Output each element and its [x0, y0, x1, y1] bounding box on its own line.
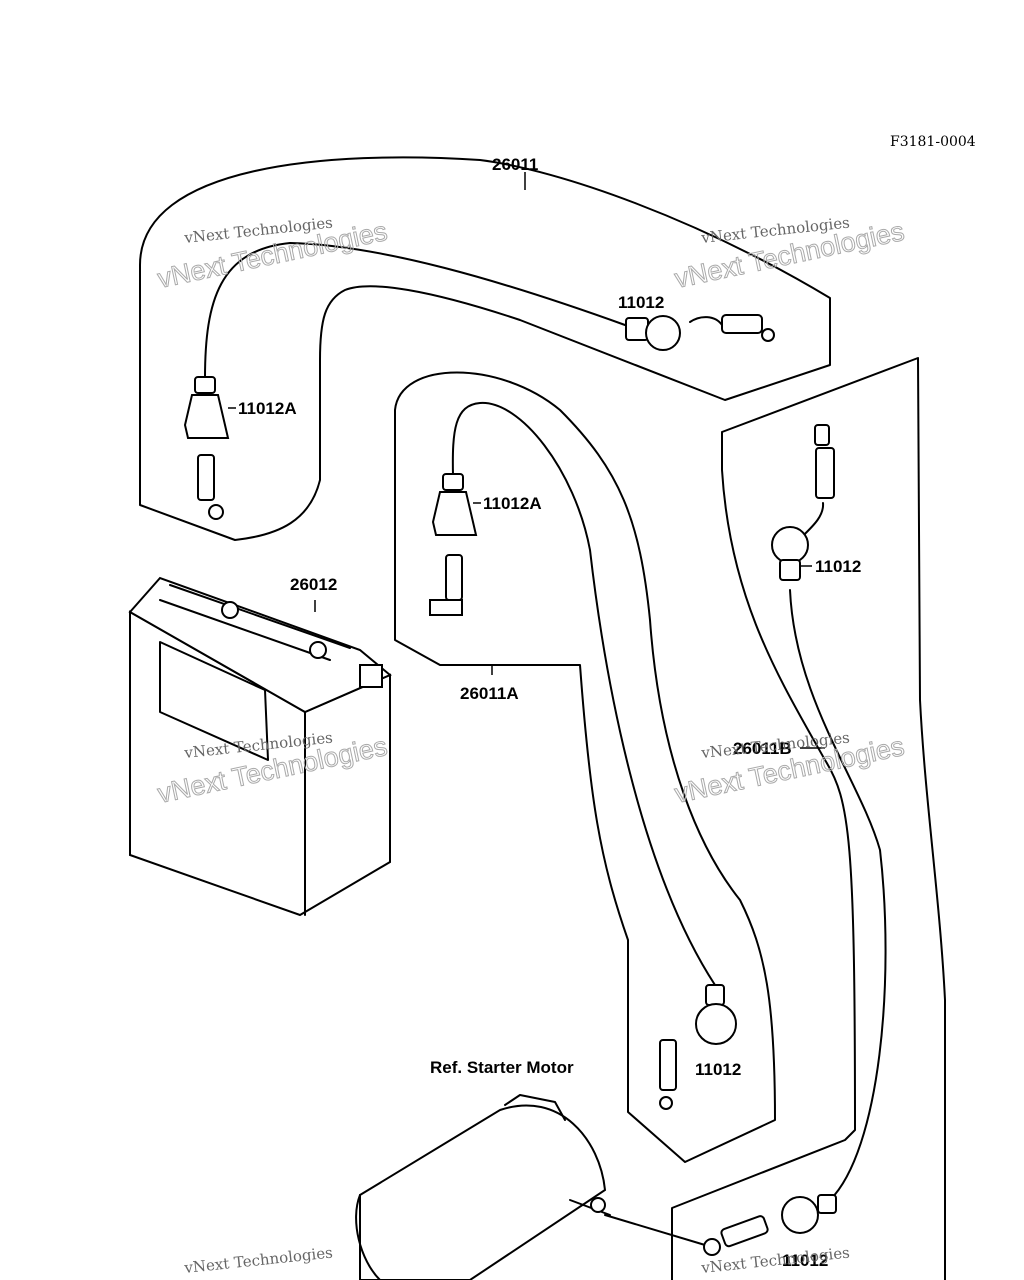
- cap-11012-bottom-right: [703, 1194, 837, 1256]
- svg-text:vNext Technologies: vNext Technologies: [183, 1244, 334, 1278]
- harness-26011a-outline: [394, 371, 776, 1163]
- label-boot-mid: 11012A: [483, 494, 542, 513]
- label-cap-right: 11012: [815, 557, 861, 576]
- cap-11012-mid-bottom: [659, 984, 737, 1110]
- svg-text:vNext Technologies: vNext Technologies: [700, 1244, 851, 1278]
- figure-code: F3181-0004: [890, 134, 976, 150]
- watermark-top-right: vNext Technologies vNext Technologies: [672, 214, 908, 295]
- cap-11012-top: [625, 314, 775, 351]
- boot-11012a-mid: [429, 473, 478, 616]
- watermark-bottom-left: vNext Technologies: [183, 1244, 334, 1278]
- label-cap-bottom-right: 11012: [782, 1251, 828, 1270]
- label-boot-left: 11012A: [238, 399, 297, 418]
- label-cap-top: 11012: [618, 293, 664, 312]
- label-harness-b: 26011B: [733, 739, 792, 758]
- label-harness-main: 26011: [492, 155, 538, 174]
- cap-11012-right: [771, 424, 835, 581]
- boot-11012a-left: [183, 376, 230, 520]
- wire-b: [784, 502, 887, 1201]
- harness-26011-outline: [139, 156, 831, 541]
- harness-26011b-outline: [671, 357, 946, 1280]
- battery-26012: [128, 576, 392, 917]
- label-starter-ref: Ref. Starter Motor: [430, 1058, 574, 1077]
- label-harness-a: 26011A: [460, 684, 519, 703]
- wire-a: [451, 401, 716, 986]
- starter-motor: [355, 1094, 706, 1280]
- watermark-top-left: vNext Technologies vNext Technologies: [155, 214, 391, 295]
- watermark-mid-right: vNext Technologies vNext Technologies: [672, 729, 908, 810]
- watermark-bottom-right: vNext Technologies: [700, 1244, 851, 1278]
- wire-main: [204, 242, 626, 379]
- label-cap-mid-bottom: 11012: [695, 1060, 741, 1079]
- label-battery: 26012: [290, 575, 337, 594]
